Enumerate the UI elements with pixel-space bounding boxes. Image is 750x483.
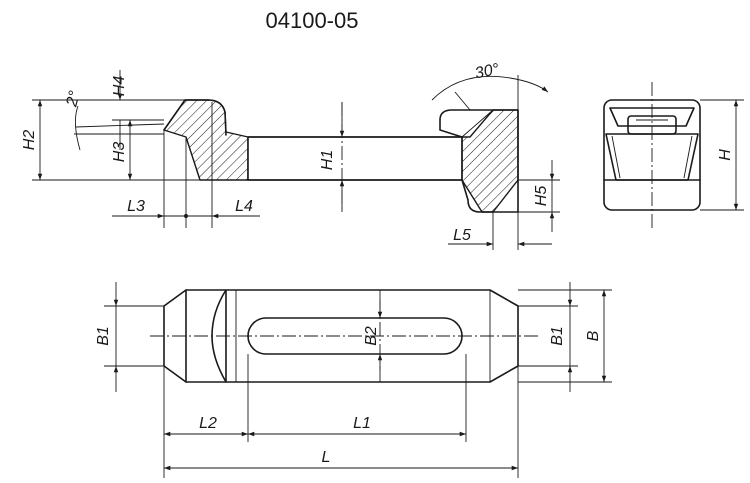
dim-B: B: [585, 330, 602, 341]
top-view: B1 B2 B1 B L2 L1 L: [95, 282, 612, 478]
dim-H5: H5: [533, 186, 550, 207]
angle-30deg: 30°: [473, 61, 501, 83]
dim-H4: H4: [111, 76, 128, 97]
dim-B1-left: B1: [95, 326, 112, 346]
angle-2deg: 2°: [63, 89, 84, 110]
dim-H3: H3: [111, 142, 128, 163]
dim-L2: L2: [199, 415, 217, 432]
dim-L5: L5: [453, 227, 471, 244]
dim-H1: H1: [319, 150, 336, 170]
dim-B1-right: B1: [549, 326, 566, 346]
end-view: H: [603, 82, 744, 228]
side-section-view: H1 H2 H4 H3 2° L3 L4 30°: [21, 61, 560, 250]
dim-H2: H2: [21, 130, 38, 151]
dim-L1: L1: [353, 415, 371, 432]
dim-L: L: [322, 449, 331, 466]
part-number: 04100-05: [266, 8, 359, 33]
dim-L4: L4: [235, 198, 253, 215]
dim-B2: B2: [363, 326, 380, 346]
dim-L3: L3: [127, 198, 145, 215]
right-section-hatch: [461, 109, 519, 213]
dim-H: H: [717, 149, 734, 161]
